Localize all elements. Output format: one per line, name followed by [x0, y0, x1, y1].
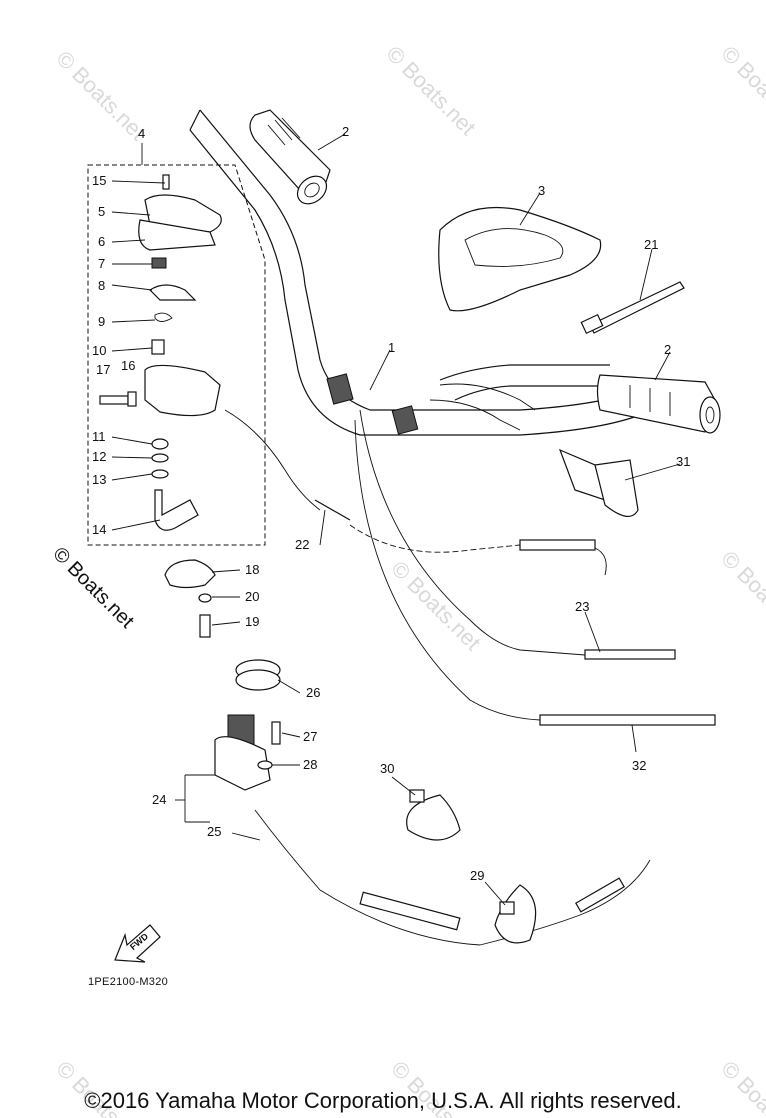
callout-5: 5 [98, 204, 105, 219]
boats-net-watermark: © Boats.net [48, 543, 138, 633]
callout-25: 25 [207, 824, 221, 839]
callout-26: 26 [306, 685, 320, 700]
callout-12: 12 [92, 449, 106, 464]
callout-21: 21 [644, 237, 658, 252]
callout-9: 9 [98, 314, 105, 329]
callout-22: 22 [295, 537, 309, 552]
callout-31: 31 [676, 454, 690, 469]
callout-1: 1 [388, 340, 395, 355]
callout-29: 29 [470, 868, 484, 883]
cable-32 [354, 419, 716, 726]
callout-6: 6 [98, 234, 105, 249]
leader-lines [111, 133, 681, 906]
grip-right [596, 374, 721, 434]
cable-tie [580, 281, 685, 335]
housing-bracket [164, 559, 216, 638]
callout-2-left: 2 [342, 124, 349, 139]
grip-left [249, 109, 331, 205]
callout-30: 30 [380, 761, 394, 776]
callout-7: 7 [98, 256, 105, 271]
callout-23: 23 [575, 599, 589, 614]
callout-labels: 4 15 5 6 7 8 9 10 17 16 11 12 13 14 2 3 … [92, 124, 690, 883]
callout-4: 4 [138, 126, 145, 141]
callout-15: 15 [92, 173, 106, 188]
throttle-housing-assembly [87, 164, 266, 546]
callout-17: 17 [96, 362, 110, 377]
copyright-notice: ©2016 Yamaha Motor Corporation, U.S.A. A… [84, 1088, 682, 1113]
callout-8: 8 [98, 278, 105, 293]
callout-27: 27 [303, 729, 317, 744]
callout-13: 13 [92, 472, 106, 487]
lever-assembly [214, 714, 281, 791]
handlebar-cables [429, 383, 536, 431]
callout-2-right: 2 [664, 342, 671, 357]
callout-20: 20 [245, 589, 259, 604]
callout-14: 14 [92, 522, 106, 537]
watermark-tl: © Boats.net [51, 46, 150, 145]
watermark-tr: © Boats.net [716, 41, 766, 140]
cable-boot [558, 448, 639, 517]
callout-16: 16 [121, 358, 135, 373]
callout-32: 32 [632, 758, 646, 773]
callout-10: 10 [92, 343, 106, 358]
watermark-tc: © Boats.net [381, 41, 480, 140]
handlebar [189, 109, 641, 436]
callout-28: 28 [303, 757, 317, 772]
clamp-29 [494, 884, 537, 944]
watermark-mc: © Boats.net [386, 556, 485, 655]
diagram-code: 1PE2100-M320 [88, 976, 168, 988]
clamp-30 [406, 789, 461, 841]
callout-24: 24 [152, 792, 166, 807]
grip-ring [235, 659, 281, 691]
fwd-arrow: FWD [114, 924, 161, 963]
callout-18: 18 [245, 562, 259, 577]
cable-25 [254, 809, 651, 946]
callout-3: 3 [538, 183, 545, 198]
handlebar-pad [438, 206, 602, 312]
callout-19: 19 [245, 614, 259, 629]
cable-23 [359, 409, 676, 660]
callout-11: 11 [92, 429, 106, 444]
watermark-mr: © Boats.net [716, 546, 766, 645]
